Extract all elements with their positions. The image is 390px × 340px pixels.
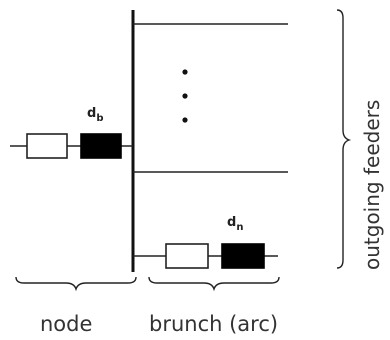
branch-open-block — [165, 243, 209, 269]
dn-label: dn — [227, 215, 244, 233]
branch-caption: brunch (arc) — [149, 312, 279, 336]
branch-brace — [148, 276, 280, 292]
ellipsis-dot — [182, 117, 188, 123]
outgoing-feeders-label: outgoing feeders — [360, 99, 384, 270]
node-caption: node — [40, 312, 93, 336]
ellipsis-dot — [182, 93, 188, 99]
outgoing-feeders-brace — [336, 9, 352, 269]
node-filled-block-db — [80, 133, 122, 159]
branch-filled-block-dn — [221, 243, 265, 269]
node-open-block — [26, 133, 68, 159]
db-label: db — [87, 106, 104, 124]
node-brace — [15, 276, 137, 292]
ellipsis-dot — [182, 69, 188, 75]
